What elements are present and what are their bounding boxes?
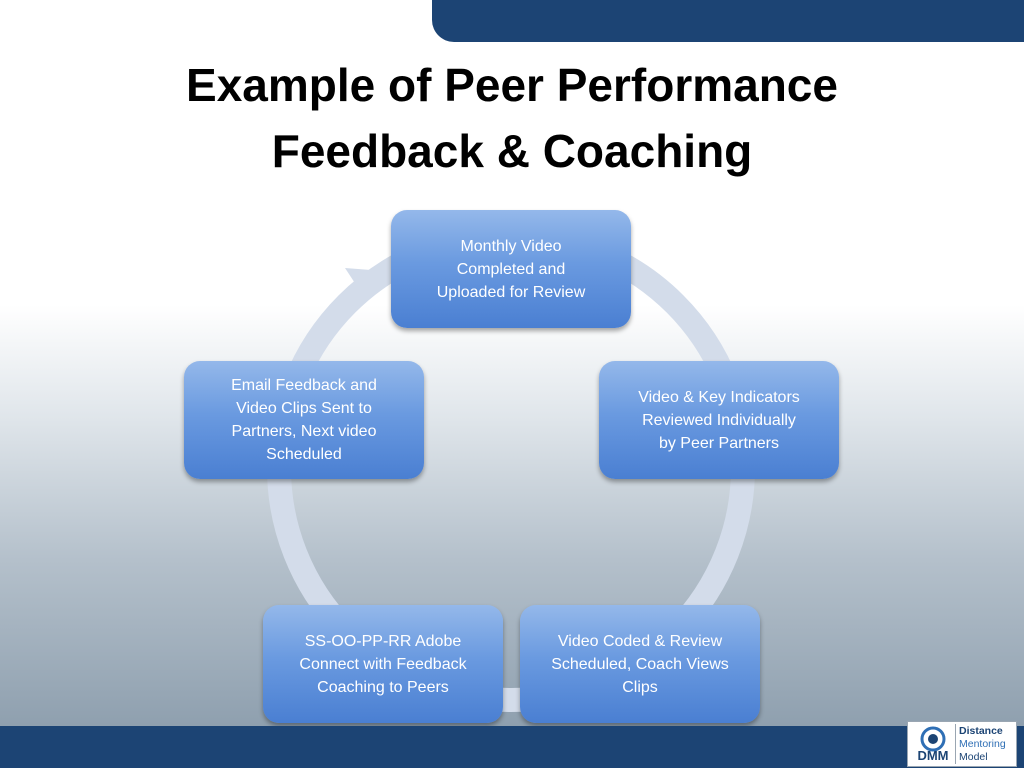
logo-line-1: Distance [959, 724, 1003, 737]
logo-wordmark: Distance Mentoring Model [956, 725, 1006, 764]
cycle-step-label: Monthly Video Completed and Uploaded for… [436, 237, 586, 301]
cycle-arrow-head-icon [345, 268, 383, 300]
mentor-emblem-icon [920, 726, 946, 752]
cycle-step-video-coded: Video Coded & Review Scheduled, Coach Vi… [520, 605, 760, 723]
dmm-logo: DMM Distance Mentoring Model [907, 721, 1017, 767]
top-banner-bar [432, 0, 1024, 42]
title-line-2: Feedback & Coaching [271, 125, 753, 177]
cycle-step-monthly-video: Monthly Video Completed and Uploaded for… [391, 210, 631, 328]
logo-letters: DMM [917, 748, 949, 763]
cycle-step-label: Email Feedback and Video Clips Sent to P… [231, 377, 377, 463]
cycle-step-email-feedback: Email Feedback and Video Clips Sent to P… [184, 361, 424, 479]
cycle-step-label: Video Coded & Review Scheduled, Coach Vi… [551, 632, 729, 696]
logo-line-2: Mentoring [959, 737, 1006, 750]
slide-title: Example of Peer Performance Feedback & C… [0, 52, 1024, 184]
cycle-step-adobe-connect: SS-OO-PP-RR Adobe Connect with Feedback … [263, 605, 503, 723]
title-line-1: Example of Peer Performance [186, 59, 838, 111]
cycle-step-video-reviewed: Video & Key Indicators Reviewed Individu… [599, 361, 839, 479]
bottom-banner-bar [0, 726, 1024, 768]
logo-line-3: Model [959, 750, 988, 763]
cycle-step-label: SS-OO-PP-RR Adobe Connect with Feedback … [299, 632, 467, 696]
cycle-step-label: Video & Key Indicators Reviewed Individu… [638, 388, 800, 452]
logo-emblem: DMM [911, 724, 956, 764]
